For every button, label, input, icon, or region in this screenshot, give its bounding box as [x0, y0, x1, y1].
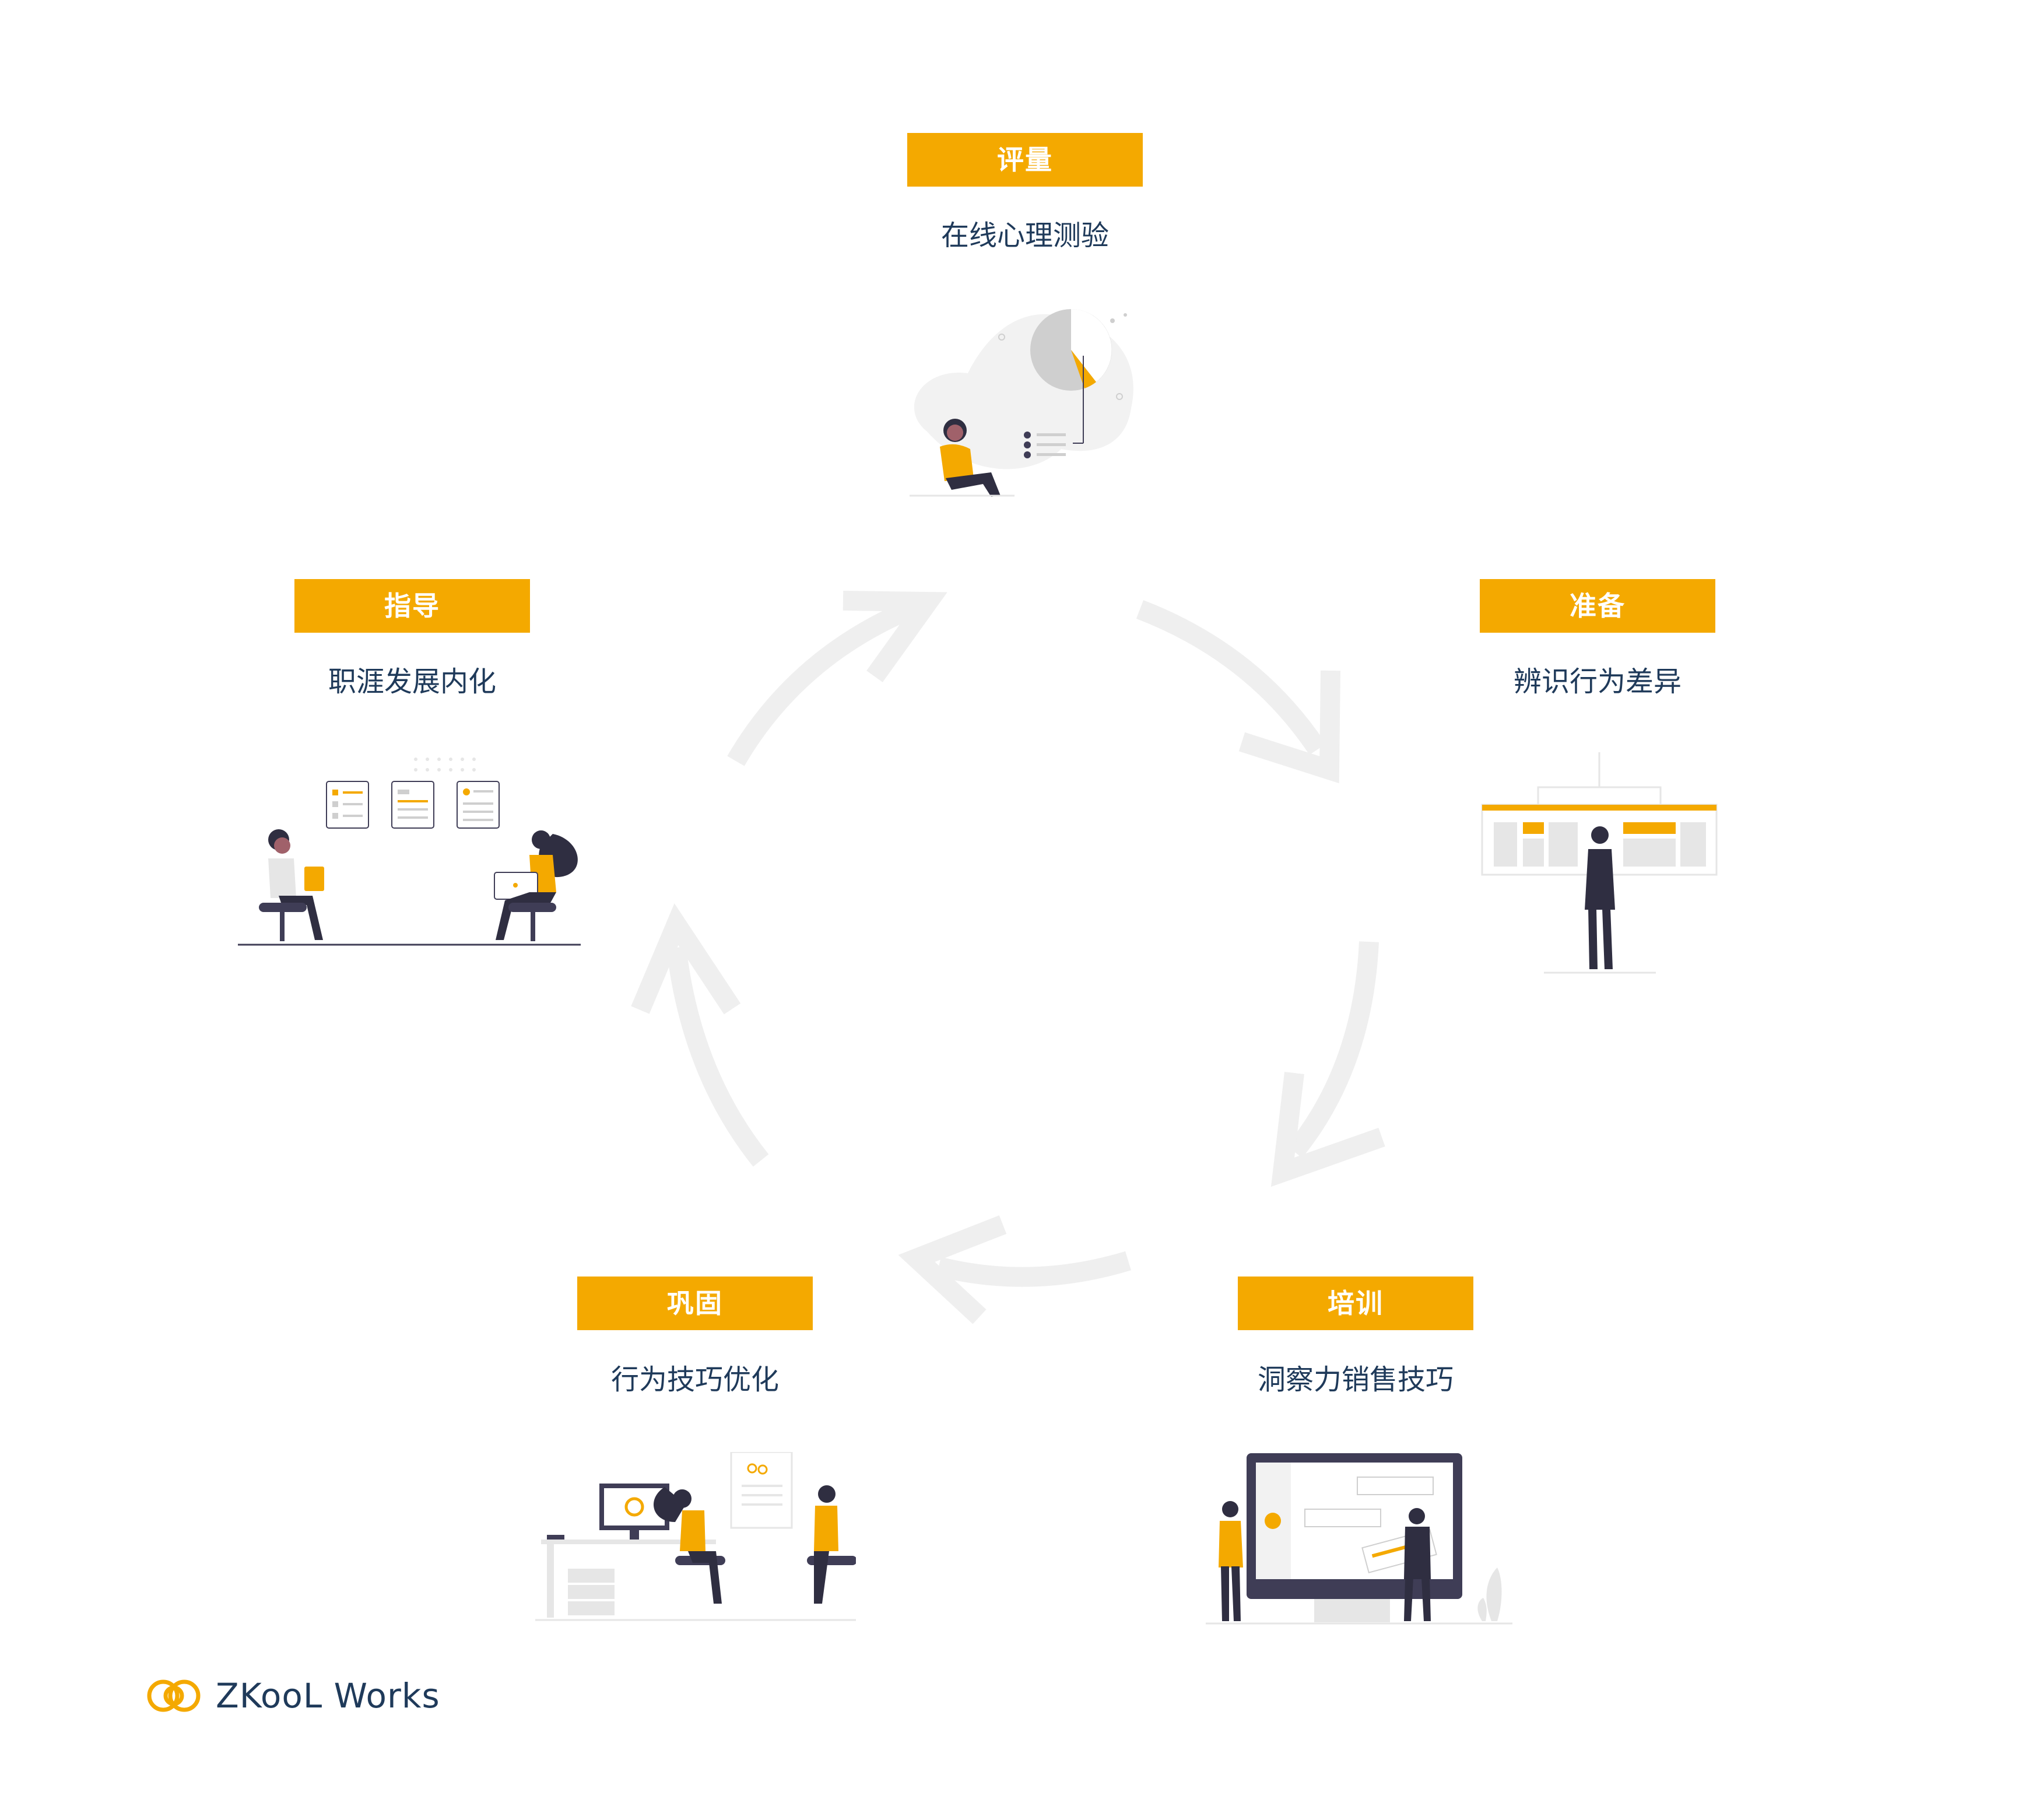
badge-coach: 指导	[294, 579, 530, 633]
arrow-train-to-consolidate	[936, 1251, 1131, 1287]
illustration-consolidate	[535, 1452, 856, 1621]
arrow-head	[631, 903, 741, 1015]
badge-consolidate: 巩固	[577, 1277, 813, 1330]
arrow-assess-to-prepare	[1136, 600, 1326, 755]
arrow-head	[1270, 1072, 1385, 1187]
arrow-head	[898, 1215, 1007, 1324]
badge-prepare: 准备	[1480, 579, 1715, 633]
logo-icon	[147, 1679, 201, 1712]
illustration-prepare	[1481, 752, 1718, 974]
brand-logo: ZKooL Works	[146, 1672, 440, 1719]
desc-train: 洞察力销售技巧	[1257, 1363, 1454, 1396]
illustration-train	[1206, 1453, 1512, 1625]
arrow-head	[1238, 670, 1340, 784]
arrow-coach-to-assess	[727, 600, 914, 766]
desc-coach: 职涯发展内化	[328, 665, 496, 698]
desc-consolidate: 行为技巧优化	[610, 1363, 779, 1396]
illustration-coach	[238, 758, 581, 946]
brand-name: ZKooL Works	[216, 1676, 440, 1716]
arrow-consolidate-to-coach	[666, 946, 769, 1167]
badge-train: 培训	[1238, 1277, 1473, 1330]
desc-assess: 在线心理测验	[940, 219, 1109, 252]
badge-assess: 评量	[907, 133, 1143, 187]
arrow-prepare-to-train	[1286, 941, 1379, 1158]
arrow-head	[843, 591, 947, 682]
desc-prepare: 辨识行为差异	[1513, 665, 1682, 698]
illustration-assess	[910, 309, 1133, 497]
